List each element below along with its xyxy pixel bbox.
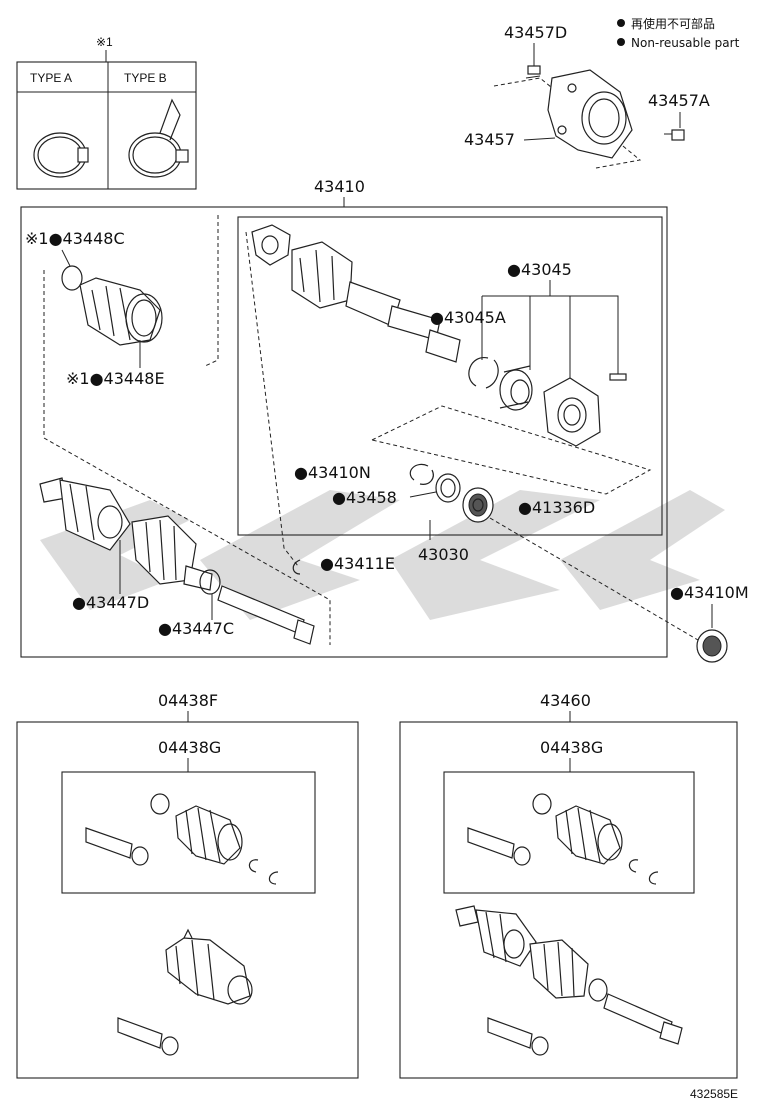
bracket-icon (547, 69, 633, 159)
clamp-type-b-icon (128, 98, 189, 178)
diagram-code: 432585E (690, 1087, 738, 1101)
oil-seal-43410M-group: ●43410M (489, 517, 749, 663)
bullet-icon (617, 38, 625, 46)
type-table: ※1 TYPE A TYPE B (16, 35, 197, 190)
inner-housing-icon (291, 241, 461, 363)
label-43448C: ※1●43448C (25, 229, 125, 248)
label-43457D: 43457D (504, 23, 567, 42)
type-b-label: TYPE B (124, 71, 167, 85)
label-43410N: ●43410N (294, 463, 371, 482)
bearing-bracket-icon (543, 377, 601, 447)
bolt-icon (664, 129, 685, 141)
oil-seal-icon (696, 629, 728, 663)
label-43410: 43410 (314, 177, 365, 196)
label-04438G-right: 04438G (540, 738, 603, 757)
type-table-note: ※1 (96, 35, 113, 49)
legend-en-text: Non-reusable part (631, 36, 740, 50)
label-43410M: ●43410M (670, 583, 749, 602)
legend: 再使用不可部品 Non-reusable part (617, 16, 740, 50)
boot-kit-04438F: 04438F 04438G (16, 691, 359, 1079)
label-41336D: ●41336D (518, 498, 595, 517)
label-43411E: ●43411E (320, 554, 395, 573)
oil-seal-icon (462, 487, 494, 523)
label-43460: 43460 (540, 691, 591, 710)
drive-shaft-icon (39, 477, 315, 645)
label-43447C: ●43447C (158, 619, 234, 638)
label-43457: 43457 (464, 130, 515, 149)
bearing-icon (499, 365, 533, 411)
circlip-icon (292, 559, 301, 575)
label-43448E: ※1●43448E (66, 369, 165, 388)
label-04438G-left: 04438G (158, 738, 221, 757)
grease-tube-icon (117, 1017, 179, 1056)
label-43045: ●43045 (507, 260, 572, 279)
grease-tube-icon (85, 827, 149, 866)
clamp-icon (150, 793, 170, 815)
label-43030: 43030 (418, 545, 469, 564)
bullet-icon (617, 19, 625, 27)
legend-jp-text: 再使用不可部品 (631, 16, 715, 31)
type-a-label: TYPE A (30, 71, 72, 85)
clamp-type-a-icon (33, 132, 89, 178)
pin-icon (609, 373, 627, 381)
boot-icon (175, 805, 243, 865)
boot-icon (555, 805, 623, 865)
washer-icon (435, 473, 461, 503)
label-43457A: 43457A (648, 91, 710, 110)
grease-tube-icon (487, 1017, 549, 1056)
label-43045A: ●43045A (430, 308, 506, 327)
bolt-icon (525, 65, 541, 79)
label-04438F: 04438F (158, 691, 218, 710)
grease-tube-icon (467, 827, 531, 866)
label-43458: ●43458 (332, 488, 397, 507)
circlip-icon (628, 859, 659, 885)
outer-boot-icon (79, 277, 163, 346)
tripod-joint-icon (251, 224, 291, 266)
label-43447D: ●43447D (72, 593, 149, 612)
circlip-icon (248, 859, 279, 885)
clamp-icon (532, 793, 552, 815)
snap-ring-icon (468, 357, 499, 389)
snap-ring-icon (409, 463, 434, 485)
boot-large-icon (165, 928, 253, 1005)
boot-clamp-small-icon (61, 265, 83, 291)
bearing-bracket-group: 43457D 43457A 43457 (464, 23, 710, 169)
drive-shaft-icon (455, 905, 683, 1045)
shaft-kit-43460: 43460 04438G (399, 691, 738, 1079)
drive-shaft-assembly-43410: 43410 ※1●43448C ※1●43448E (20, 177, 668, 658)
